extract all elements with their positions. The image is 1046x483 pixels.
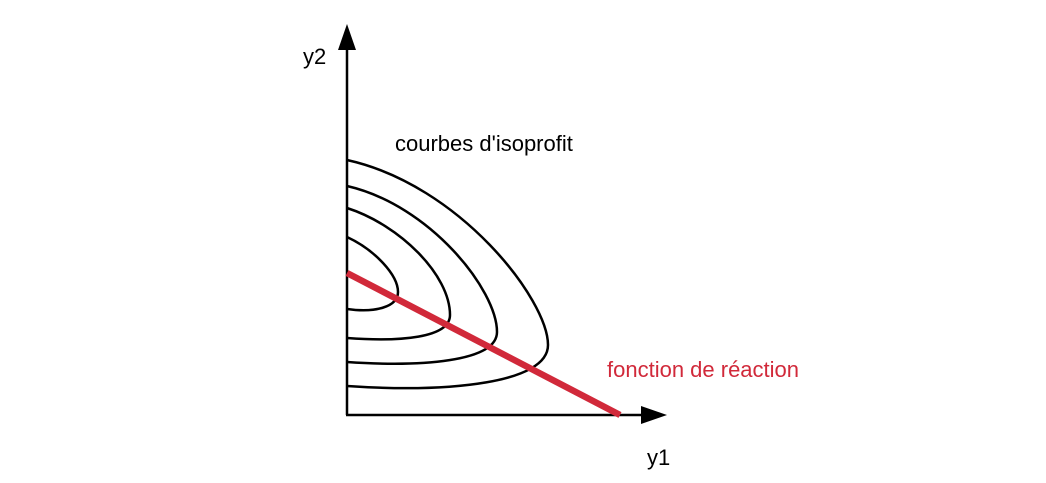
reaction-function-label: fonction de réaction [607, 357, 799, 382]
isoprofit-curve-1 [346, 235, 400, 312]
x-axis-label: y1 [647, 445, 670, 470]
isoprofit-curve-4 [346, 158, 550, 390]
isoprofit-curves-label: courbes d'isoprofit [395, 131, 573, 156]
x-axis-arrow-icon [641, 406, 667, 424]
isoprofit-curve-3 [346, 184, 499, 365]
reaction-function-line [345, 270, 622, 418]
isoprofit-curve-2 [346, 206, 452, 341]
isoprofit-curves [346, 158, 550, 390]
y-axis-arrow-icon [338, 24, 356, 50]
y-axis-label: y2 [303, 44, 326, 69]
axes [338, 24, 667, 424]
